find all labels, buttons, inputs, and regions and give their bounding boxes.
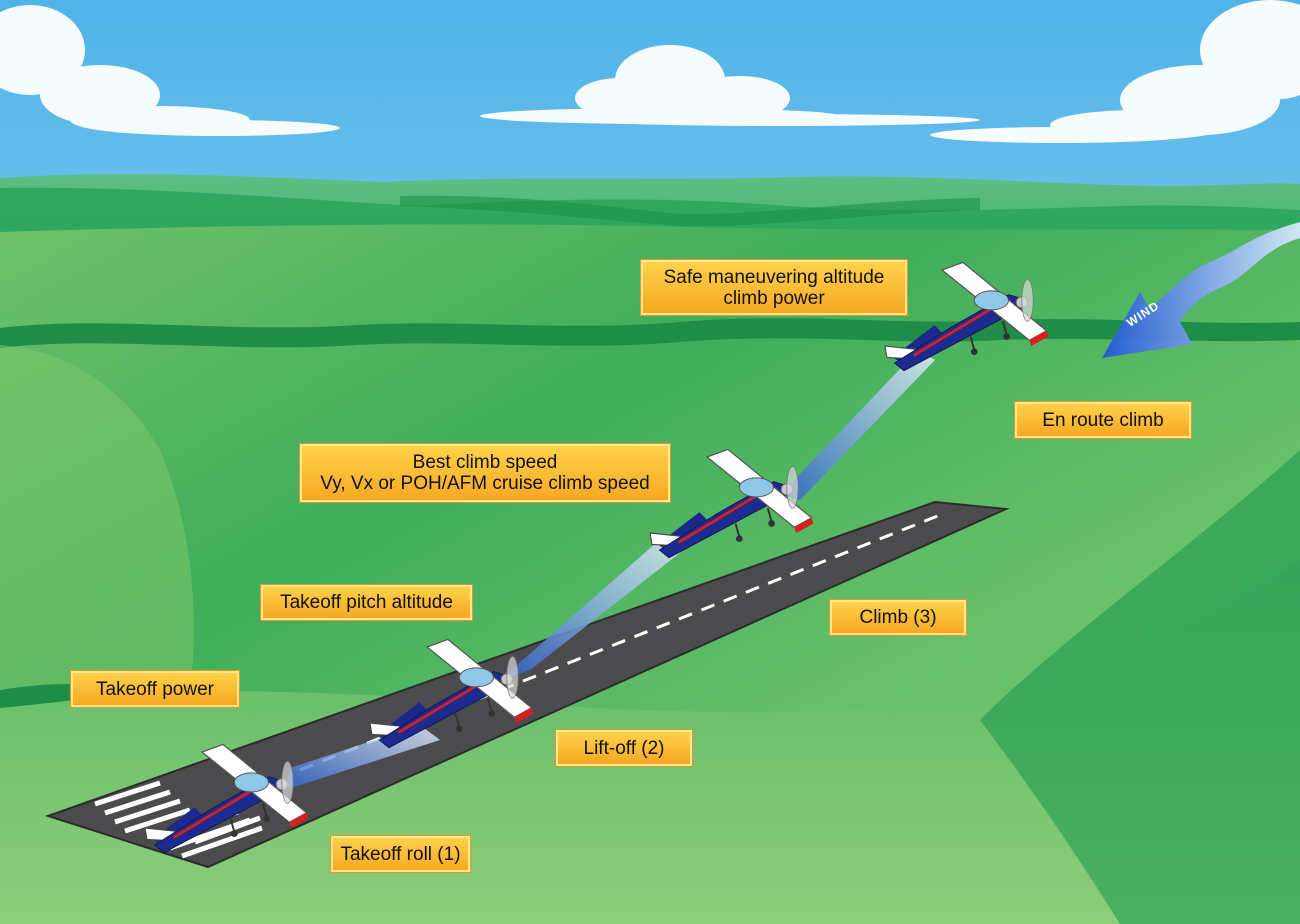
cloud-icon [930,0,1300,143]
label-climb-text: Climb (3) [859,607,937,628]
runway-centerline [299,513,941,772]
label-takeoff-roll: Takeoff roll (1) [331,836,470,872]
label-takeoff-power-text: Takeoff power [96,678,214,700]
cloud-icon [480,45,980,126]
label-best-climb-line2: Vy, Vx or POH/AFM cruise climb speed [320,473,650,494]
cloud-icon [0,5,340,136]
label-en-route-climb: En route climb [1015,402,1191,438]
label-best-climb-speed: Best climb speed Vy, Vx or POH/AFM cruis… [300,444,670,502]
label-lift-off: Lift-off (2) [556,730,692,766]
label-takeoff-roll-text: Takeoff roll (1) [340,843,461,865]
label-takeoff-pitch-text: Takeoff pitch altitude [280,592,453,613]
label-takeoff-pitch: Takeoff pitch altitude [261,585,472,620]
label-lift-off-text: Lift-off (2) [583,737,665,759]
label-best-climb-line1: Best climb speed [412,452,558,473]
label-safe-maneuvering-line1: Safe maneuvering altitude [663,266,885,288]
label-takeoff-power: Takeoff power [71,671,239,707]
label-en-route-climb-text: En route climb [1042,409,1164,431]
label-safe-maneuvering-line2: climb power [723,287,825,309]
label-safe-maneuvering: Safe maneuvering altitude climb power [641,260,907,315]
wind-arrow-icon [1102,222,1300,358]
label-climb: Climb (3) [830,600,966,635]
